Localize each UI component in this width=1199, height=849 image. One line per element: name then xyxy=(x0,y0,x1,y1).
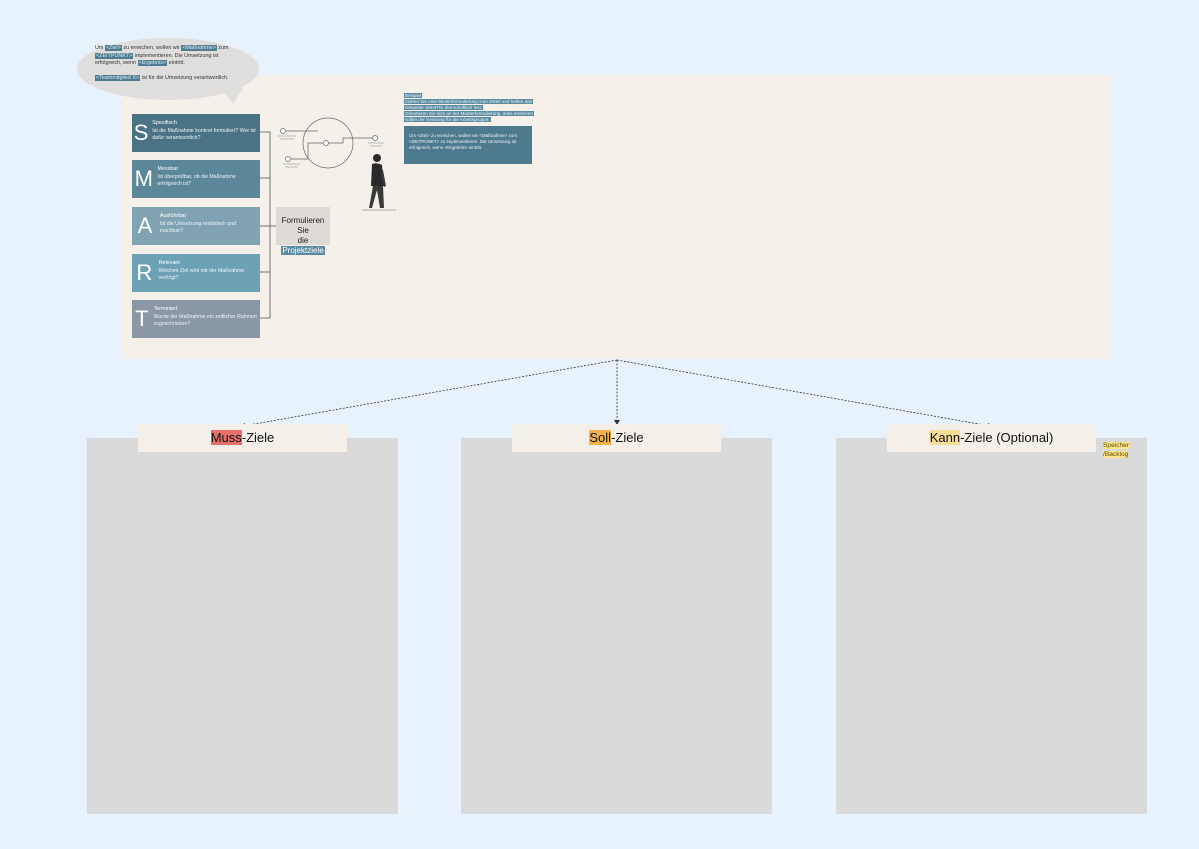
column-kann-ziele[interactable] xyxy=(836,438,1147,814)
smart-text: Welches Ziel wird mit der Maßnahme verfo… xyxy=(158,267,245,281)
smart-title: Relevant xyxy=(158,260,180,266)
smart-title: Spezifisch xyxy=(152,120,177,126)
person-legs xyxy=(369,186,384,208)
example-line: sollen der Kennung für die Arbeitsgruppe… xyxy=(404,117,491,122)
bubble-line-3: erfolgreich, wenn <Ergebnis> eintritt. xyxy=(95,60,185,67)
example-instructions: Beispiel Ziehen Sie eine Musterformulier… xyxy=(404,93,534,123)
smart-title: Ausführbar xyxy=(159,213,187,219)
backlog-sticky-note[interactable]: Speicher /Backlog xyxy=(1103,441,1137,459)
person-figure xyxy=(369,154,386,208)
header-mark: Kann xyxy=(929,430,961,445)
formulate-line-2: die Projektziele xyxy=(281,236,325,255)
bubble-line-4: <Teammitglied X> ist für die Umsetzung v… xyxy=(95,74,229,81)
smart-letter: T xyxy=(135,306,149,331)
column-muss-ziele[interactable] xyxy=(87,438,398,814)
formulate-line-1: Formulieren Sie xyxy=(281,216,325,235)
smart-text: Ist überprüfbar, ob die Maßnahme erfolgr… xyxy=(157,173,236,187)
example-formulation-box[interactable]: Um <Ziel> zu erreichen, wollen wir <Maßn… xyxy=(404,126,532,164)
person-head xyxy=(373,154,381,162)
header-rest: -Ziele xyxy=(241,430,275,445)
arrow-kann xyxy=(616,359,991,427)
formulate-goals-box[interactable]: Formulieren Sie die Projektziele xyxy=(276,207,330,255)
smart-text: Ist die Umsetzung realistisch und machba… xyxy=(159,220,236,234)
column-header-muss: Muss-Ziele xyxy=(138,424,347,452)
example-line: Ziehen Sie eine Musterformulierung vom Z… xyxy=(404,99,534,104)
note-line-1: Speicher xyxy=(1103,442,1130,449)
smart-text: Wurde der Maßnahme ein zeitlicher Rahmen… xyxy=(153,313,257,327)
illustration xyxy=(278,117,396,211)
smart-letter: R xyxy=(136,260,153,285)
header-mark: Soll xyxy=(589,430,612,445)
column-header-soll: Soll-Ziele xyxy=(512,424,721,452)
example-line: entweder SMARTe Ziel schriftlich fest. xyxy=(404,105,484,110)
arrowhead-soll xyxy=(614,420,620,425)
node-line xyxy=(291,142,323,160)
speech-bubble: Um <Ziel> zu erreichen, wollen wir <Maßn… xyxy=(77,38,259,100)
bracket-line xyxy=(260,131,271,319)
target-dot xyxy=(323,140,329,146)
example-line: Orientieren Sie sich an der Musterformul… xyxy=(404,111,534,116)
smart-text: Ist die Maßnahme konkret formuliert? Wer… xyxy=(152,127,256,141)
person-arm xyxy=(381,170,386,187)
node-label-line xyxy=(368,142,384,147)
node-label-line xyxy=(278,135,296,140)
bubble-line-2: <ZEITPUNKT> implementieren. Die Umsetzun… xyxy=(95,52,219,59)
smart-title: Messbar xyxy=(157,166,179,172)
example-line: Beispiel xyxy=(404,93,423,98)
bubble-line-1: Um <Ziel> zu erreichen, wollen wir <Maßn… xyxy=(95,45,229,51)
target-circle xyxy=(302,117,354,169)
column-header-kann: Kann-Ziele (Optional) xyxy=(887,424,1096,452)
header-rest: -Ziele xyxy=(611,430,644,445)
node-label-line xyxy=(283,163,300,168)
smart-title: Terminiert xyxy=(153,306,178,312)
person-body xyxy=(371,163,384,186)
smart-letter: M xyxy=(134,166,153,191)
node-dot xyxy=(372,135,378,141)
note-line-2: /Backlog xyxy=(1103,451,1129,458)
column-soll-ziele[interactable] xyxy=(461,438,772,814)
arrow-muss xyxy=(242,359,618,427)
smart-letter: S xyxy=(133,120,149,145)
header-mark: Muss xyxy=(210,430,242,445)
node-dot xyxy=(285,156,291,162)
node-line xyxy=(329,137,372,144)
node-dot xyxy=(280,128,286,134)
smart-letter: A xyxy=(137,213,153,238)
header-rest: -Ziele (Optional) xyxy=(960,430,1054,445)
